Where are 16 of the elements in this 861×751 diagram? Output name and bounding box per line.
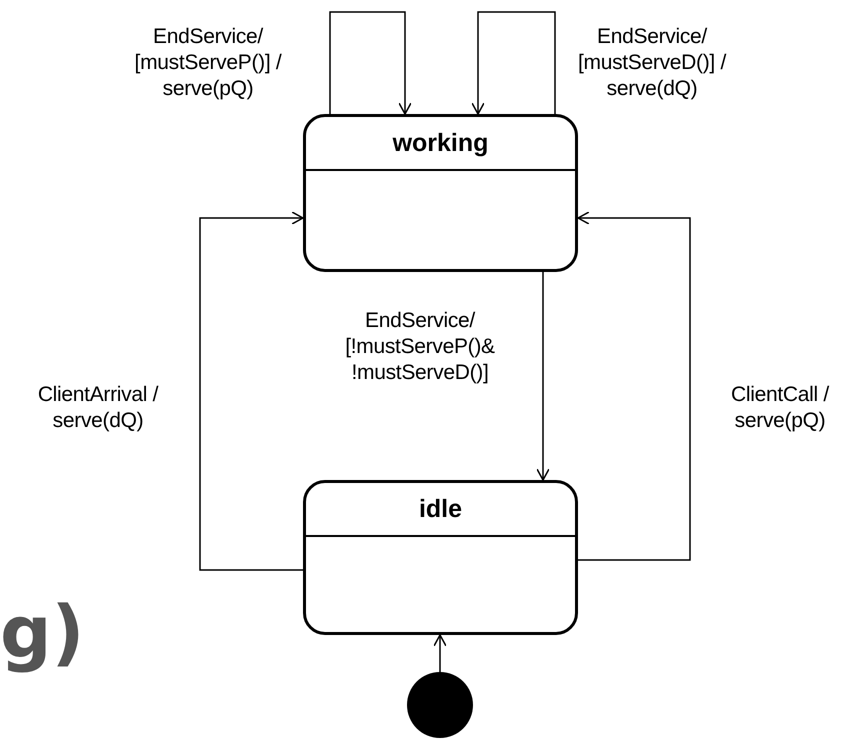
arrow [471,11,556,115]
arrow [536,272,550,481]
heading-fragment: g) [0,590,84,674]
edge-label: EndService/ [mustServeD()] / serve(dQ) [576,24,728,102]
state-box [303,480,578,635]
state-name: idle [306,483,575,537]
arrow [199,211,304,571]
edge-label: EndService/ [!mustServeP()& !mustServeD()] [344,308,496,386]
state-box [303,114,578,272]
edge-label: ClientArrival / serve(dQ) [36,382,160,434]
edge-label: EndService/ [mustServeP()] / serve(pQ) [134,24,283,102]
arrow [577,211,691,561]
arrow [433,634,447,672]
state-name: working [306,117,575,171]
arrow [329,11,412,115]
edge-label: ClientCall / serve(pQ) [730,382,830,434]
